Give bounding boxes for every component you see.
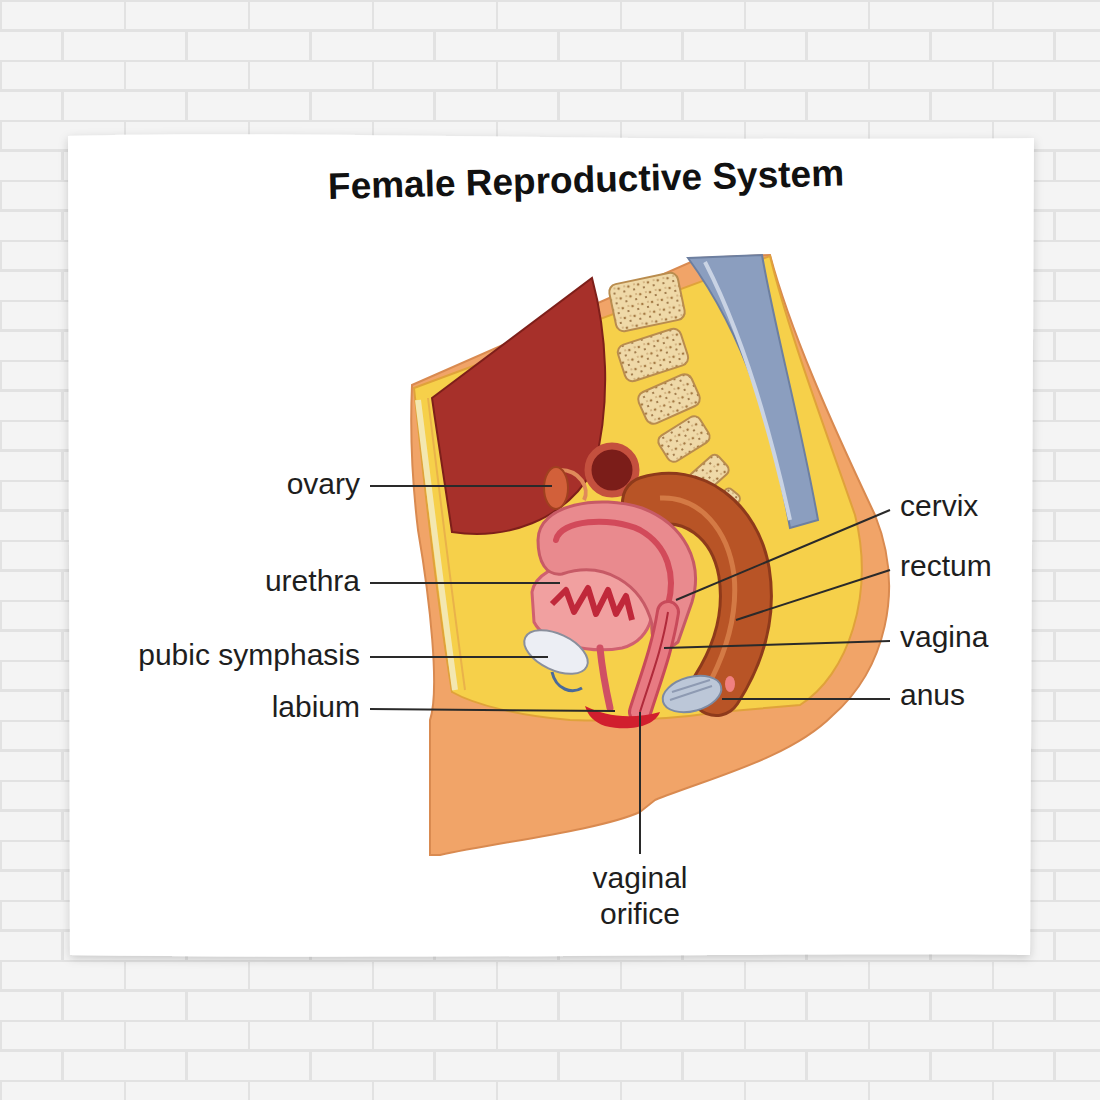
bladder-folds <box>552 588 632 620</box>
leader-line <box>722 698 890 700</box>
part-label: cervix <box>900 489 978 524</box>
fat-layer <box>414 256 862 721</box>
anal-sphincter <box>659 670 726 718</box>
part-label: vagina <box>900 620 988 655</box>
anal-sphincter <box>670 680 712 700</box>
leader-line <box>370 485 552 487</box>
vertebra <box>656 414 713 465</box>
pubic-bone <box>518 621 595 682</box>
part-label: rectum <box>900 549 992 584</box>
leader-lines <box>370 486 890 854</box>
part-label: labium <box>272 690 360 725</box>
part-label: anus <box>900 678 965 713</box>
part-label: vaginal orifice <box>570 860 710 932</box>
urethra-tube <box>600 648 610 708</box>
labia <box>585 706 660 728</box>
ligament <box>552 672 582 691</box>
anal-opening <box>725 676 735 692</box>
part-label: urethra <box>265 564 360 599</box>
leader-line <box>639 712 641 854</box>
leader-line <box>736 570 890 620</box>
part-label: ovary <box>287 467 360 502</box>
body-outline <box>411 255 889 855</box>
leader-line <box>370 709 615 711</box>
vertebra <box>616 327 691 384</box>
leader-line <box>370 656 548 658</box>
part-label: pubic symphasis <box>138 638 360 673</box>
leader-line <box>370 582 560 584</box>
ovary-organ <box>544 467 568 509</box>
leader-line <box>664 641 890 648</box>
vertebra <box>608 271 686 333</box>
leader-line <box>676 510 890 600</box>
uterine-cavity <box>556 522 671 605</box>
tapestry-cloth <box>68 134 1034 956</box>
abdominal-cavity <box>432 278 605 534</box>
